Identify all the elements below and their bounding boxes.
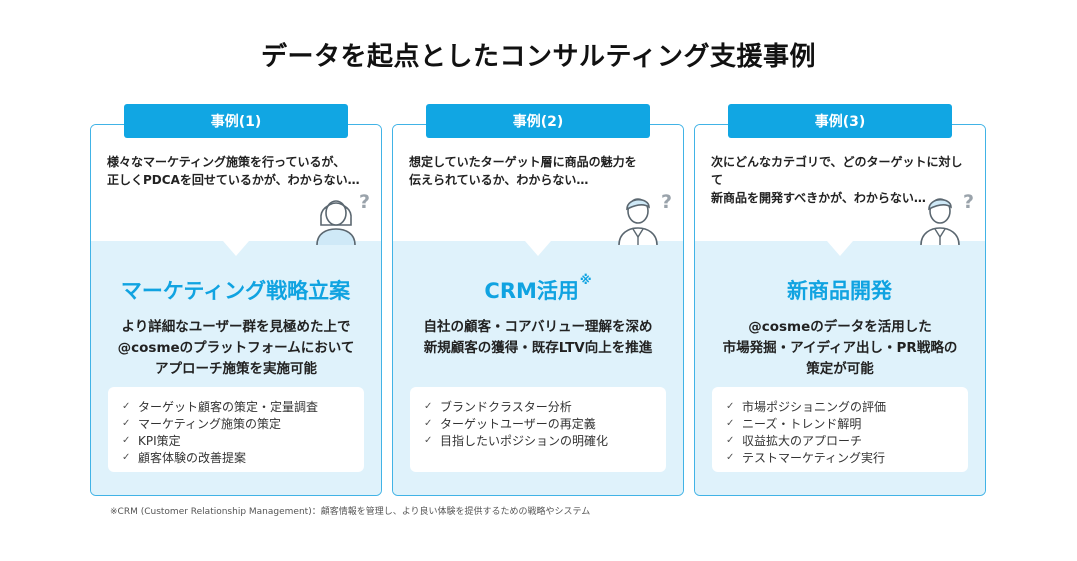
case-badge-3: 事例(3) bbox=[728, 104, 952, 138]
case-description: @cosmeのデータを活用した 市場発掘・アイディア出し・PR戦略の 策定が可能 bbox=[722, 319, 958, 377]
case-checklist: ✓市場ポジショニングの評価 ✓ニーズ・トレンド解明 ✓収益拡大のアプローチ ✓テ… bbox=[712, 387, 968, 472]
list-item: ✓マーケティング施策の策定 bbox=[122, 417, 282, 431]
case-description: 自社の顧客・コアバリュー理解を深め 新規顧客の獲得・既存LTV向上を推進 bbox=[423, 319, 653, 356]
case-heading: CRM活用※ bbox=[484, 273, 592, 303]
list-item: ✓ターゲットユーザーの再定義 bbox=[424, 417, 596, 431]
list-item: ✓ニーズ・トレンド解明 bbox=[726, 417, 862, 431]
check-icon: ✓ bbox=[122, 418, 131, 429]
case-checklist: ✓ブランドクラスター分析 ✓ターゲットユーザーの再定義 ✓目指したいポジションの… bbox=[410, 387, 666, 472]
question-mark-icon: ? bbox=[661, 191, 673, 213]
case-badge-1: 事例(1) bbox=[124, 104, 348, 138]
case-heading: 新商品開発 bbox=[787, 279, 892, 303]
list-item: ✓KPI策定 bbox=[122, 434, 181, 448]
case-question: 次にどんなカテゴリで、どのターゲットに対して 新商品を開発すべきかが、わからない… bbox=[711, 155, 963, 205]
check-icon: ✓ bbox=[726, 418, 735, 429]
question-mark-icon: ? bbox=[359, 191, 371, 213]
case-description: より詳細なユーザー群を見極めた上で @cosmeのプラットフォームにおいて アプ… bbox=[117, 319, 355, 377]
check-icon: ✓ bbox=[122, 401, 131, 412]
case-checklist: ✓ターゲット顧客の策定・定量調査 ✓マーケティング施策の策定 ✓KPI策定 ✓顧… bbox=[108, 387, 364, 472]
list-item: ✓ブランドクラスター分析 bbox=[424, 400, 572, 414]
woman-avatar-icon bbox=[316, 200, 356, 245]
case-question: 様々なマーケティング施策を行っているが、 正しくPDCAを回せているかが、わから… bbox=[107, 155, 360, 187]
check-icon: ✓ bbox=[726, 452, 735, 463]
footnote: ※CRM (Customer Relationship Management)：… bbox=[110, 507, 591, 517]
check-icon: ✓ bbox=[122, 452, 131, 463]
case-badge-2: 事例(2) bbox=[426, 104, 650, 138]
case-heading: マーケティング戦略立案 bbox=[120, 279, 351, 303]
check-icon: ✓ bbox=[726, 401, 735, 412]
case-card-3: 次にどんなカテゴリで、どのターゲットに対して 新商品を開発すべきかが、わからない… bbox=[694, 124, 986, 496]
man-avatar-icon bbox=[618, 198, 658, 245]
check-icon: ✓ bbox=[424, 418, 433, 429]
list-item: ✓目指したいポジションの明確化 bbox=[424, 434, 609, 448]
list-item: ✓ターゲット顧客の策定・定量調査 bbox=[122, 400, 319, 414]
question-mark-icon: ? bbox=[963, 191, 975, 213]
list-item: ✓収益拡大のアプローチ bbox=[726, 434, 863, 448]
case-question: 想定していたターゲット層に商品の魅力を 伝えられているか、わからない… bbox=[409, 155, 637, 187]
check-icon: ✓ bbox=[424, 401, 433, 412]
case-card-2: 想定していたターゲット層に商品の魅力を 伝えられているか、わからない… ? CR… bbox=[392, 124, 684, 496]
check-icon: ✓ bbox=[726, 435, 735, 446]
check-icon: ✓ bbox=[122, 435, 131, 446]
check-icon: ✓ bbox=[424, 435, 433, 446]
page-title: データを起点としたコンサルティング支援事例 bbox=[261, 42, 816, 72]
list-item: ✓テストマーケティング実行 bbox=[726, 451, 886, 465]
list-item: ✓市場ポジショニングの評価 bbox=[726, 400, 887, 414]
list-item: ✓顧客体験の改善提案 bbox=[122, 451, 247, 465]
case-card-1: 様々なマーケティング施策を行っているが、 正しくPDCAを回せているかが、わから… bbox=[90, 124, 382, 496]
man-avatar-icon bbox=[920, 198, 960, 245]
